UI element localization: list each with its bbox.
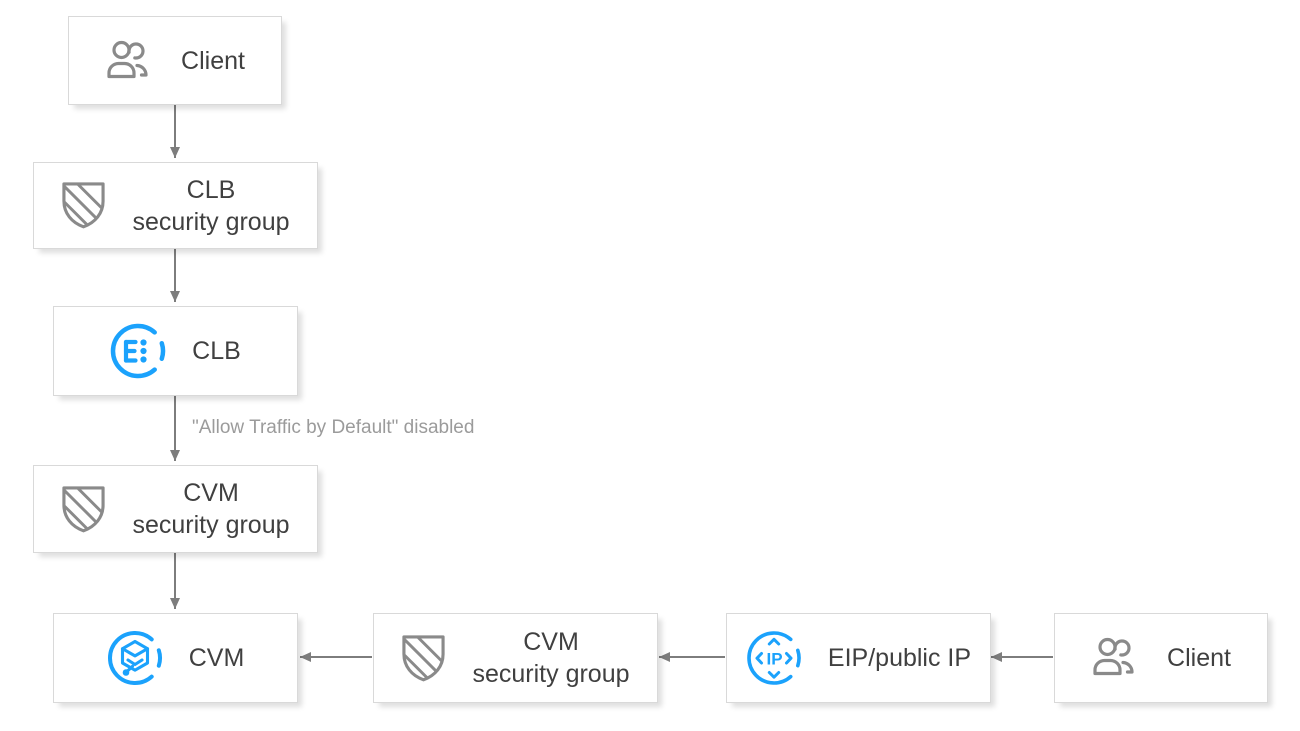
node-clb: CLB (53, 306, 298, 396)
node-label: Client (181, 46, 245, 75)
cvm-icon (107, 631, 162, 685)
node-cvm-security-group-bottom: CVM security group (373, 613, 658, 703)
edge-annotation-allow-traffic-disabled: "Allow Traffic by Default" disabled (192, 417, 475, 438)
node-label: CVM (188, 644, 245, 672)
eip-icon: IP (747, 631, 801, 685)
shield-icon (402, 634, 446, 681)
node-label: CLB security group (132, 175, 290, 236)
node-label: EIP/public IP (827, 644, 972, 672)
node-label: CLB (192, 337, 241, 365)
node-client-bottom: Client (1054, 613, 1268, 703)
node-label: CVM security group (132, 479, 290, 539)
shield-icon (62, 182, 106, 229)
node-label: CVM security group (472, 628, 630, 688)
node-cvm: CVM (53, 613, 298, 703)
node-clb-security-group: CLB security group (33, 162, 318, 249)
users-icon (1093, 637, 1134, 676)
svg-text:IP: IP (766, 650, 782, 669)
node-eip-public-ip: IP EIP/public IP (726, 613, 991, 703)
node-label: Client (1167, 644, 1231, 672)
shield-icon (62, 485, 106, 532)
node-cvm-security-group-left: CVM security group (33, 465, 318, 553)
node-client-top: Client (68, 16, 282, 105)
users-icon (107, 40, 148, 78)
clb-icon (110, 323, 166, 379)
